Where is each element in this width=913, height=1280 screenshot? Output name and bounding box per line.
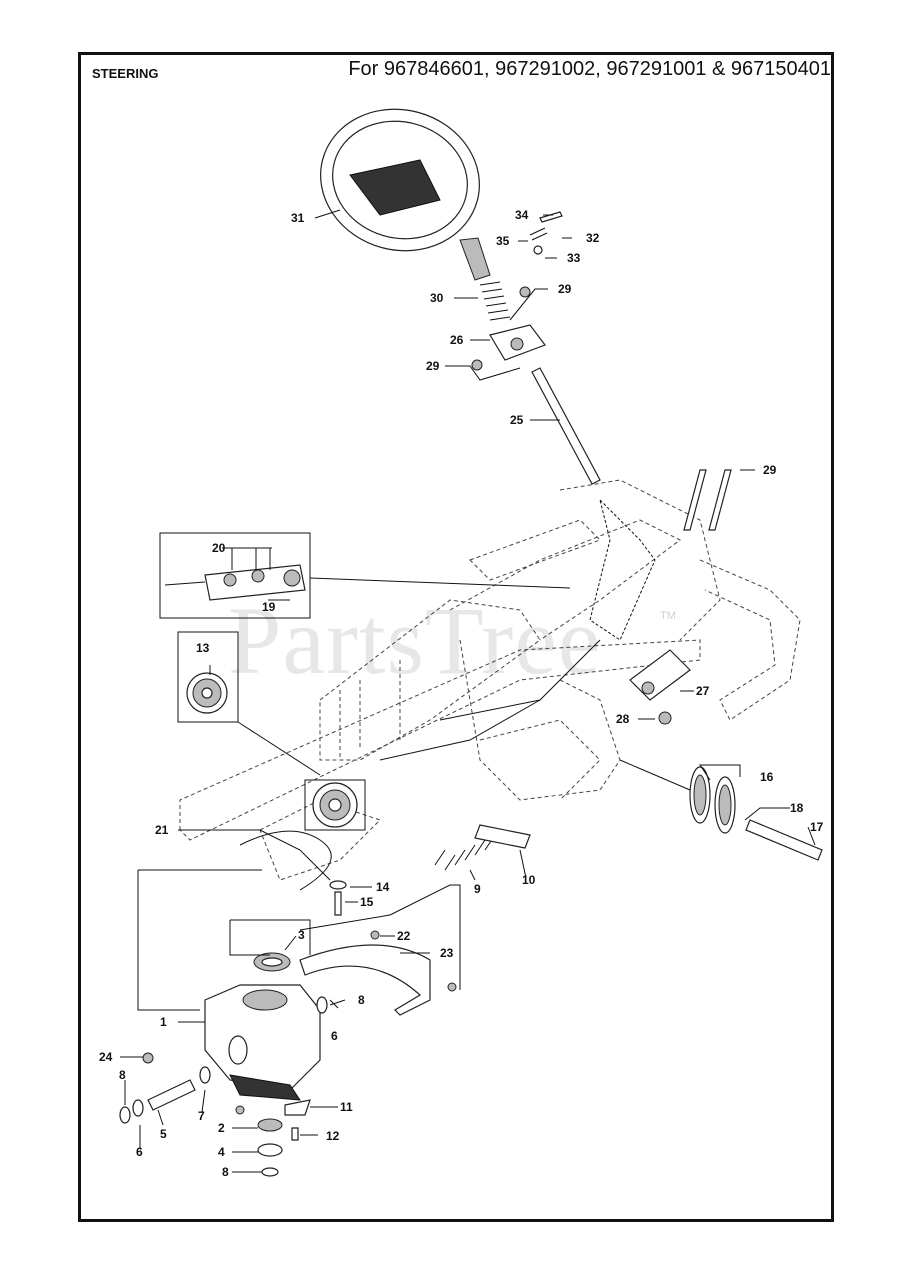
watermark: PartsTree — [228, 587, 602, 694]
bracket-10 — [474, 824, 531, 849]
detail-box-19-20 — [159, 532, 571, 619]
callout-26: 26 — [450, 333, 464, 347]
bracket-23 — [299, 930, 431, 1016]
callout-6-right: 6 — [331, 1029, 338, 1043]
callout-27: 27 — [696, 684, 710, 698]
steering-wheel — [320, 108, 491, 281]
gear-housing-1 — [204, 984, 321, 1101]
callout-33: 33 — [567, 251, 581, 265]
callout-22: 22 — [397, 929, 411, 943]
spring-30 — [479, 281, 511, 321]
callout-1: 1 — [160, 1015, 167, 1029]
callout-3: 3 — [298, 928, 305, 942]
callout-23: 23 — [440, 946, 454, 960]
cable-21 — [200, 829, 332, 891]
diagram-frame — [78, 52, 834, 1222]
bearing-3 — [253, 952, 291, 972]
callout-14: 14 — [376, 880, 390, 894]
callout-30: 30 — [430, 291, 444, 305]
callout-13: 13 — [196, 641, 210, 655]
callout-leaders — [120, 209, 816, 1173]
steering-rod — [379, 639, 601, 761]
pulleys-16 — [619, 759, 823, 861]
callout-29-right: 29 — [763, 463, 777, 477]
callout-4: 4 — [218, 1145, 225, 1159]
callout-16: 16 — [760, 770, 774, 784]
callout-31: 31 — [291, 211, 305, 225]
callout-20: 20 — [212, 541, 226, 555]
callout-8-left: 8 — [119, 1068, 126, 1082]
section-title: STEERING — [92, 66, 159, 81]
bearing-2-rings — [142, 982, 457, 1177]
callout-12: 12 — [326, 1129, 340, 1143]
assembly-leader-lines — [137, 869, 461, 1011]
callout-numbers: 1 2 3 4 5 6 6 7 8 8 8 9 10 11 12 13 14 1… — [99, 208, 824, 1179]
model-numbers-title: For 967846601, 967291002, 967291001 & 96… — [348, 58, 831, 80]
pulley-13 — [304, 779, 366, 831]
callout-35: 35 — [496, 234, 510, 248]
callout-6-left: 6 — [136, 1145, 143, 1159]
plate-27 — [629, 649, 691, 725]
callout-10: 10 — [522, 873, 536, 887]
steering-plate-26 — [471, 286, 546, 371]
callout-34: 34 — [515, 208, 529, 222]
callout-11: 11 — [340, 1100, 353, 1114]
washer-14-bolt-15 — [329, 880, 347, 916]
callout-5: 5 — [160, 1127, 167, 1141]
detail-box-13 — [177, 631, 321, 776]
callout-32: 32 — [586, 231, 600, 245]
spring-9 — [434, 834, 496, 871]
callout-15: 15 — [360, 895, 374, 909]
callout-29-mid: 29 — [426, 359, 440, 373]
callout-24: 24 — [99, 1050, 113, 1064]
small-hardware-32-35 — [529, 211, 563, 255]
callout-9: 9 — [474, 882, 481, 896]
steering-shaft-25 — [531, 367, 601, 485]
callout-21: 21 — [155, 823, 169, 837]
callout-8-right: 8 — [358, 993, 365, 1007]
watermark-trademark: TM — [660, 610, 676, 622]
chassis-frame — [179, 479, 801, 881]
callout-17: 17 — [810, 820, 824, 834]
callout-28: 28 — [616, 712, 630, 726]
steering-chain — [589, 498, 656, 641]
callout-18: 18 — [790, 801, 804, 815]
callout-2: 2 — [218, 1121, 225, 1135]
callout-19: 19 — [262, 600, 276, 614]
callout-29-top: 29 — [558, 282, 572, 296]
pin-5 — [119, 996, 328, 1124]
callout-25: 25 — [510, 413, 524, 427]
callout-8-bottom: 8 — [222, 1165, 229, 1179]
bolts-29 — [683, 469, 732, 531]
callout-7: 7 — [198, 1109, 205, 1123]
